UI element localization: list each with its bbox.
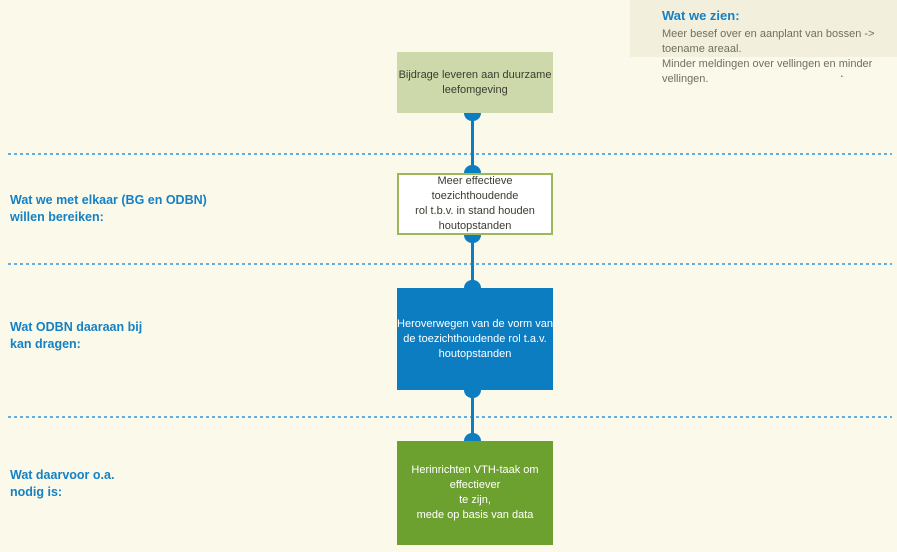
stage-label-goal-together: Wat we met elkaar (BG en ODBN) willen be… <box>10 192 207 226</box>
flow-box-line: houtopstanden <box>438 220 512 232</box>
flow-box-line: de toezichthoudende rol t.a.v. <box>403 332 547 345</box>
stage-label-what-is-needed: Wat daarvoor o.a. nodig is: <box>10 467 114 501</box>
connector-terminator <box>464 113 481 121</box>
connector-terminator <box>464 235 481 243</box>
top-right-panel <box>630 0 897 57</box>
connector-terminator <box>464 165 481 173</box>
flow-box-line: Meer effectieve toezichthoudende <box>431 175 519 202</box>
stage-label-odbn-contribution: Wat ODBN daaraan bij kan dragen: <box>10 319 142 353</box>
connector-line-3 <box>471 390 474 441</box>
observation-block: Wat we zien: Meer besef over en aanplant… <box>662 8 892 87</box>
flow-box-line: rol t.b.v. in stand houden <box>415 205 535 217</box>
flow-box-line: Bijdrage leveren aan duurzame <box>398 68 552 81</box>
observation-title: Wat we zien: <box>662 8 740 23</box>
connector-terminator <box>464 280 481 288</box>
stage-label-line: Wat ODBN daaraan bij <box>10 320 143 334</box>
stage-label-line: Wat we met elkaar (BG en ODBN) <box>10 193 207 207</box>
flow-box-line: houtopstanden <box>438 347 512 360</box>
flow-box-line: te zijn, <box>459 494 491 506</box>
connector-terminator <box>464 433 481 441</box>
connector-line-1 <box>471 113 474 173</box>
connector-line-2 <box>471 235 474 288</box>
stage-label-line: willen bereiken: <box>10 210 104 224</box>
observation-line: Meer besef over en aanplant van bossen -… <box>662 28 875 55</box>
observation-line: Minder meldingen over vellingen en minde… <box>662 58 873 85</box>
connector-terminator <box>464 390 481 398</box>
flow-box-line: Herinrichten VTH-taak om effectiever <box>411 464 539 491</box>
stage-label-line: kan dragen: <box>10 337 81 351</box>
stage-label-line: Wat daarvoor o.a. <box>10 468 115 482</box>
flow-box-goal: Meer effectieve toezichthoudende rol t.b… <box>397 173 553 235</box>
flow-box-line: leefomgeving <box>442 83 508 96</box>
stray-dot: . <box>840 65 844 80</box>
stage-label-line: nodig is: <box>10 485 63 499</box>
dashed-divider-2 <box>8 263 892 265</box>
flow-box-line: Heroverwegen van de vorm van <box>397 317 553 330</box>
dashed-divider-3 <box>8 416 892 418</box>
dashed-divider-1 <box>8 153 892 155</box>
flow-box-line: mede op basis van data <box>416 509 534 521</box>
flow-box-needs: Herinrichten VTH-taak om effectiever te … <box>397 441 553 545</box>
flow-box-ambition: Bijdrage leveren aan duurzame leefomgevi… <box>397 52 553 113</box>
flow-box-contribution: Heroverwegen van de vorm van de toezicht… <box>397 288 553 390</box>
